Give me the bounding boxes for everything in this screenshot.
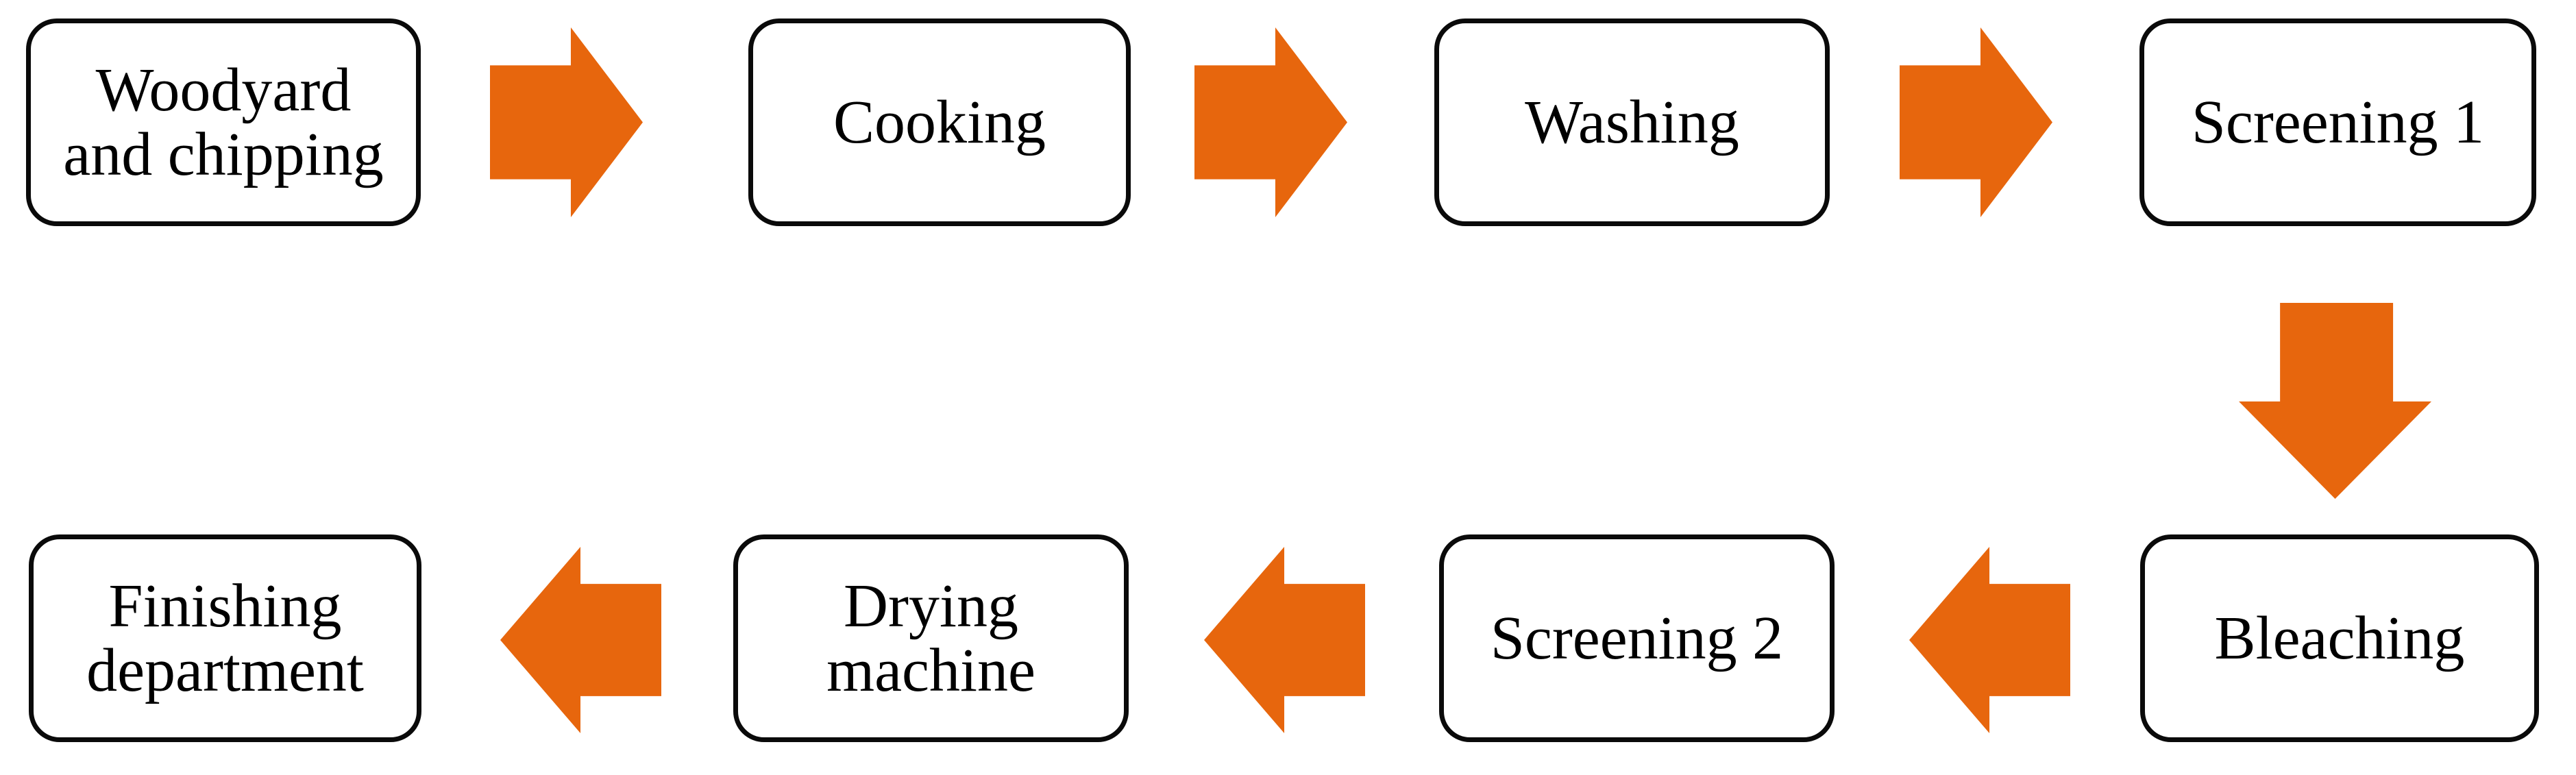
node-cooking: Cooking (748, 19, 1131, 226)
flow-arrow-left-icon (500, 547, 661, 733)
flow-arrow-left-icon (1204, 547, 1365, 733)
node-woodyard-and-chipping: Woodyard and chipping (26, 19, 421, 226)
node-finishing-department: Finishing department (29, 534, 421, 742)
node-screening-1: Screening 1 (2139, 19, 2536, 226)
node-screening-2: Screening 2 (1439, 534, 1835, 742)
flow-arrow-right-icon (490, 27, 643, 217)
flow-arrow-left-icon (1909, 547, 2070, 733)
flow-arrow-right-icon (1900, 27, 2052, 217)
flow-arrow-down-icon (2239, 303, 2431, 499)
node-bleaching: Bleaching (2140, 534, 2539, 742)
flow-arrow-right-icon (1194, 27, 1347, 217)
node-drying-machine: Drying machine (733, 534, 1129, 742)
node-washing: Washing (1434, 19, 1830, 226)
